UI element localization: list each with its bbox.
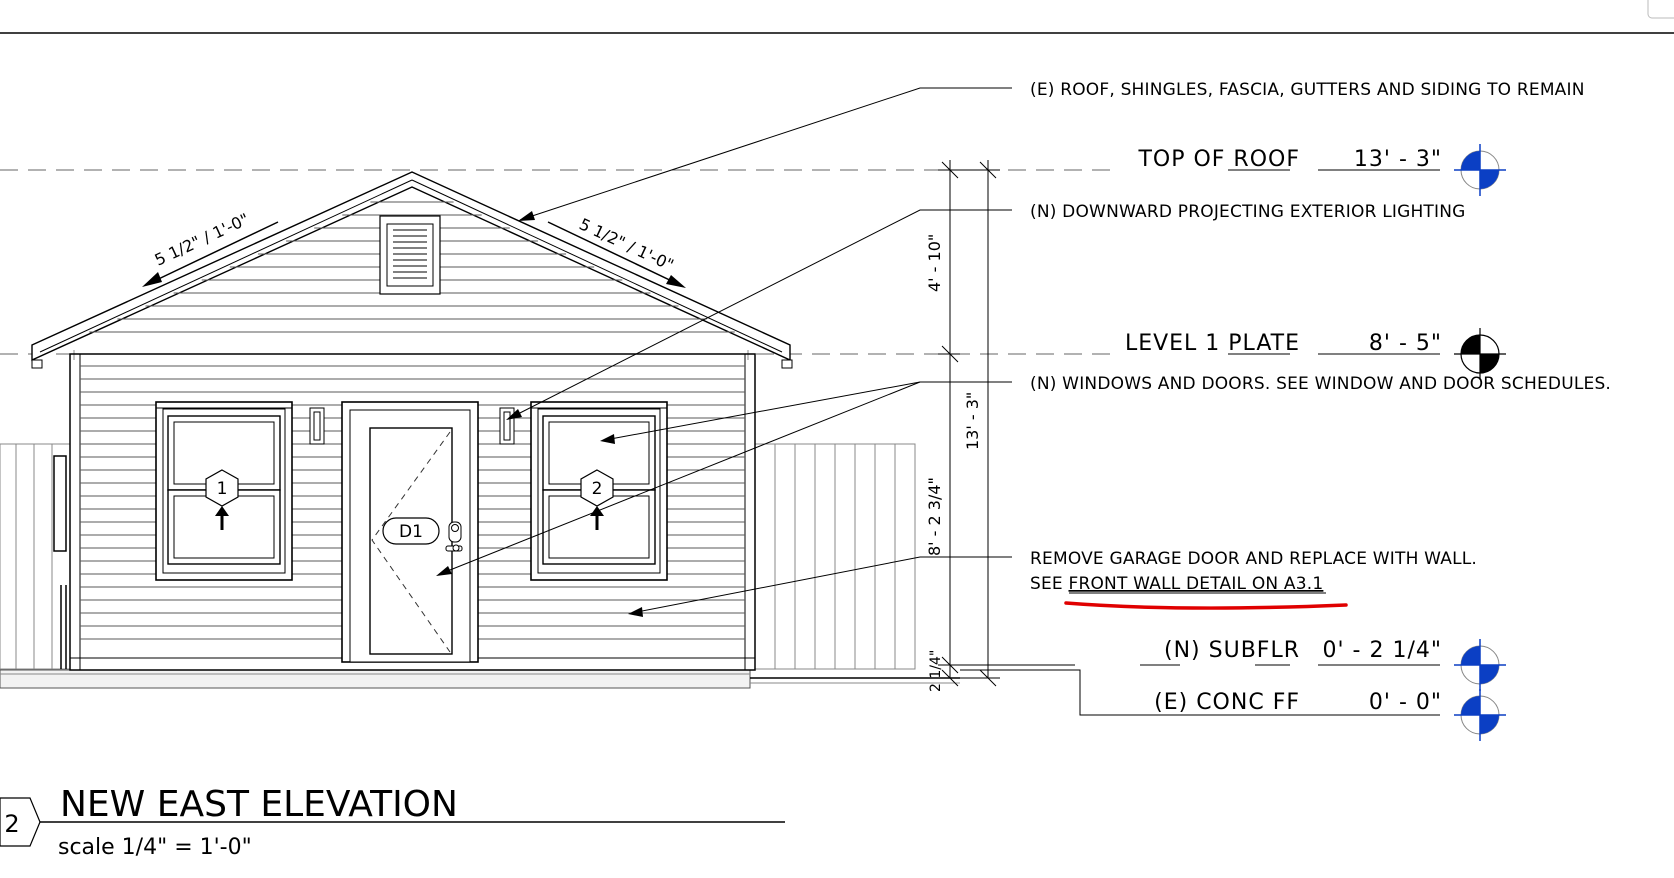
- drawing-scale: scale 1/4" = 1'-0": [58, 835, 252, 860]
- dim-roof-height: 4' - 10": [925, 234, 944, 292]
- level-name-top-of-roof: TOP OF ROOF: [1137, 147, 1300, 172]
- level-name-plate: LEVEL 1 PLATE: [1125, 331, 1300, 356]
- fence-left: [0, 443, 71, 670]
- note-lighting: (N) DOWNWARD PROJECTING EXTERIOR LIGHTIN…: [1030, 202, 1466, 222]
- level-elev-conc-ff: 0' - 0": [1369, 690, 1442, 715]
- exterior-light-left: [309, 407, 325, 445]
- level-elev-top-of-roof: 13' - 3": [1354, 147, 1442, 172]
- note-garage-detail-link[interactable]: FRONT WALL DETAIL ON A3.1: [1068, 574, 1323, 594]
- level-1-plate: LEVEL 1 PLATE 8' - 5": [1125, 331, 1442, 356]
- note-garage-line2: SEE FRONT WALL DETAIL ON A3.1: [1030, 574, 1323, 594]
- level-conc-ff: (E) CONC FF 0' - 0": [1154, 690, 1442, 715]
- note-garage-line1: REMOVE GARAGE DOOR AND REPLACE WITH WALL…: [1030, 549, 1477, 569]
- drawing-title: NEW EAST ELEVATION: [60, 784, 458, 825]
- gable-roof: [31, 171, 793, 369]
- exterior-light-right: [499, 407, 515, 445]
- wall-siding: [80, 365, 745, 640]
- dimension-strings: 4' - 10" 13' - 3" 8' - 2 3/4" 2 1/4": [925, 160, 1000, 692]
- dim-wall-height: 8' - 2 3/4": [925, 477, 944, 556]
- level-name-conc-ff: (E) CONC FF: [1154, 690, 1300, 715]
- red-markup-underline: [1064, 601, 1348, 610]
- gable-vent: [379, 215, 441, 295]
- drawing-number: 2: [4, 810, 19, 838]
- window-tag-1-label: 1: [217, 479, 228, 499]
- window-tag-2-label: 2: [592, 479, 603, 499]
- dim-subfloor-height: 2 1/4": [928, 650, 944, 692]
- house-wall: [69, 353, 756, 671]
- level-elev-plate: 8' - 5": [1369, 331, 1442, 356]
- drawing-title-block: 2 NEW EAST ELEVATION scale 1/4" = 1'-0": [0, 784, 785, 860]
- fence-right: [754, 443, 916, 670]
- level-marker-icon-conc-ff: [1454, 689, 1506, 741]
- note-roof: (E) ROOF, SHINGLES, FASCIA, GUTTERS AND …: [1030, 80, 1585, 100]
- dim-overall-height: 13' - 3": [963, 392, 982, 450]
- level-name-subfloor: (N) SUBFLR: [1164, 638, 1300, 663]
- level-subfloor: (N) SUBFLR 0' - 2 1/4": [1164, 638, 1443, 663]
- level-elev-subfloor: 0' - 2 1/4": [1323, 638, 1443, 663]
- window-corner-control[interactable]: [1647, 0, 1674, 19]
- note-garage-prefix: SEE: [1030, 574, 1068, 594]
- door-tag-d1: D1: [382, 517, 440, 545]
- level-top-of-roof: TOP OF ROOF 13' - 3": [1137, 147, 1442, 172]
- level-marker-icon-subfloor: [1454, 639, 1506, 691]
- gable-siding: [89, 201, 735, 333]
- door-tag-label: D1: [399, 522, 423, 542]
- foundation-slab: [0, 669, 960, 689]
- window-tag-1: 1: [205, 469, 239, 530]
- level-marker-icon-plate: [1454, 328, 1506, 380]
- level-marker-icon-top-of-roof: [1454, 144, 1506, 196]
- leader-lines: [436, 87, 1012, 617]
- note-windows-doors: (N) WINDOWS AND DOORS. SEE WINDOW AND DO…: [1030, 374, 1611, 394]
